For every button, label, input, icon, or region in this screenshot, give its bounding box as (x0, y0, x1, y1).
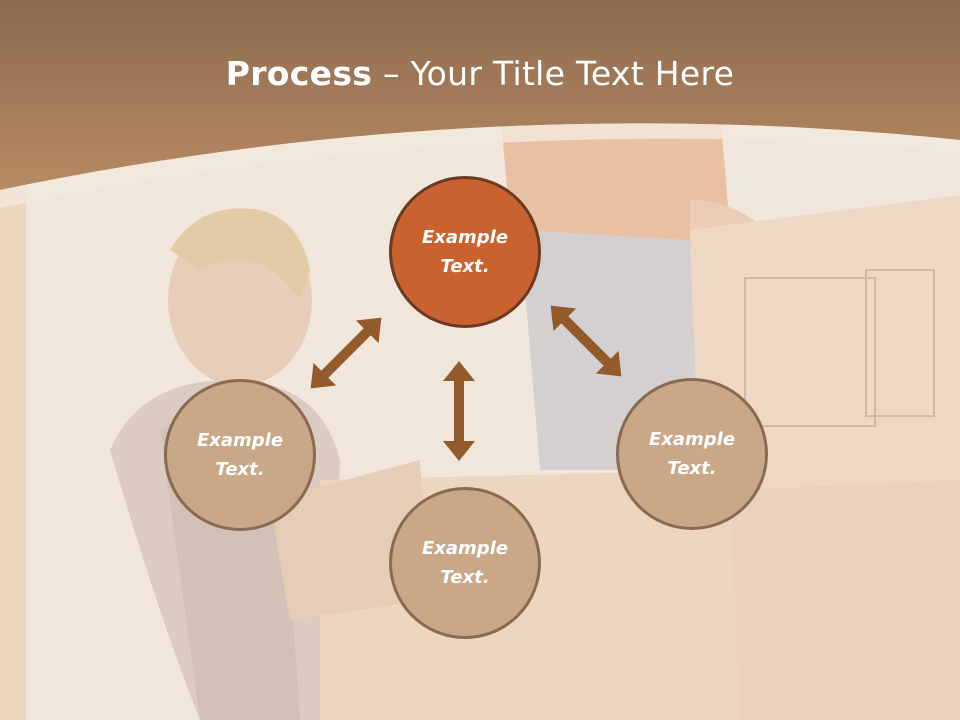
process-node-right[interactable]: Example Text. (616, 378, 768, 530)
slide-title: Process – Your Title Text Here (0, 52, 960, 96)
process-node-left[interactable]: Example Text. (164, 379, 316, 531)
node-left-label: Example Text. (196, 430, 284, 480)
process-node-bottom[interactable]: Example Text. (389, 487, 541, 639)
title-rest: – Your Title Text Here (372, 54, 735, 93)
process-node-top[interactable]: Example Text. (389, 176, 541, 328)
node-top-label: Example Text. (421, 227, 509, 277)
node-right-label: Example Text. (648, 429, 736, 479)
title-bold: Process (225, 54, 373, 93)
node-bottom-label: Example Text. (421, 538, 509, 588)
